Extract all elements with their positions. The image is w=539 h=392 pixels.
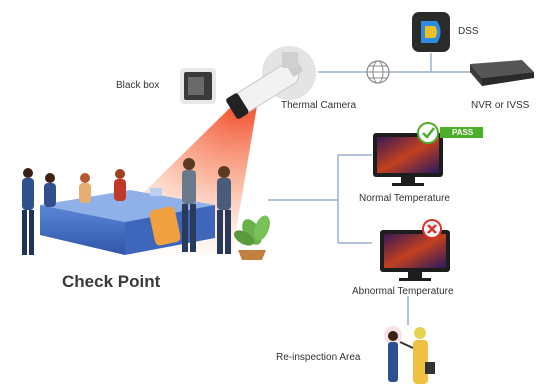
- thermal-camera-label: Thermal Camera: [281, 100, 357, 111]
- abnormal-temperature-monitor: [380, 230, 450, 281]
- people-in-queue: [22, 158, 231, 255]
- close-icon: [422, 219, 442, 239]
- normal-temperature-label: Normal Temperature: [359, 193, 450, 204]
- abnormal-temperature-label: Abnormal Temperature: [352, 286, 454, 297]
- black-box-label: Black box: [116, 80, 160, 91]
- black-box-device: [180, 68, 216, 104]
- reinspection-area-label: Re-inspection Area: [276, 352, 361, 363]
- nvr-device: [470, 60, 534, 86]
- globe-icon: [366, 60, 390, 84]
- check-icon: [417, 122, 439, 144]
- connection-lines: [268, 53, 472, 325]
- check-point-title: Check Point: [62, 272, 161, 291]
- normal-temperature-monitor: [373, 133, 443, 186]
- reinspection-figures: [384, 326, 435, 384]
- dss-server-icon: [412, 12, 450, 52]
- pass-badge: PASS: [440, 127, 484, 138]
- plant-decoration: [234, 215, 270, 260]
- nvr-label: NVR or IVSS: [471, 100, 530, 111]
- thermal-camera: [226, 46, 316, 119]
- dss-label: DSS: [458, 26, 479, 37]
